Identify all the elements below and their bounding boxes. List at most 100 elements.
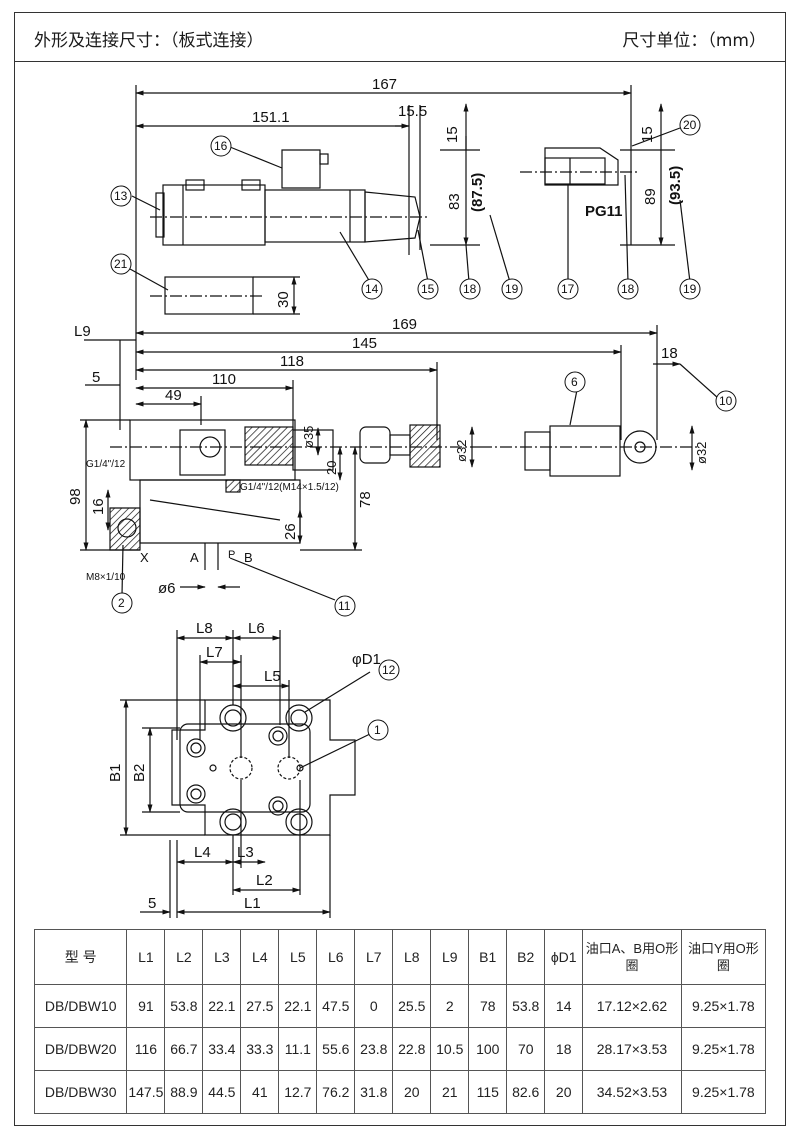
table-cell: 17.12×2.62	[582, 984, 682, 1028]
table-cell: 18	[544, 1027, 584, 1071]
dim-5: 5	[92, 369, 100, 386]
balloon-20: 20	[679, 114, 701, 136]
table-cell: 12.7	[278, 1070, 318, 1114]
table-cell: 27.5	[240, 984, 280, 1028]
table-cell: 34.52×3.53	[582, 1070, 682, 1114]
balloon-10: 10	[715, 390, 737, 412]
dim-110: 110	[212, 371, 236, 388]
dim-l4: L4	[194, 844, 211, 861]
balloon-6: 6	[564, 371, 586, 393]
table-cell: 9.25×1.78	[680, 1027, 767, 1071]
dim-49: 49	[165, 387, 182, 404]
dim-78: 78	[357, 491, 374, 508]
side-view	[80, 325, 719, 601]
dim-151-1: 151.1	[252, 109, 290, 126]
table-cell: 22.1	[202, 984, 242, 1028]
table-cell: 41	[240, 1070, 280, 1114]
dim-d32-a: ø32	[454, 440, 469, 462]
svg-text:19: 19	[683, 282, 697, 296]
model-cell: DB/DBW10	[33, 984, 128, 1028]
col-l1: L1	[126, 929, 166, 985]
note-m8: M8×1/10	[86, 572, 126, 583]
col-b2: B2	[506, 929, 546, 985]
col-l7: L7	[354, 929, 394, 985]
col-oring-y: 油口Y用O形圈	[680, 929, 767, 985]
balloon-11: 11	[334, 595, 356, 617]
dim-d6: ø6	[158, 580, 176, 597]
col-b1: B1	[468, 929, 508, 985]
svg-text:14: 14	[365, 282, 379, 296]
dim-b2: B2	[131, 764, 148, 782]
col-l3: L3	[202, 929, 242, 985]
table-cell: 23.8	[354, 1027, 394, 1071]
col-l2: L2	[164, 929, 204, 985]
svg-text:18: 18	[463, 282, 477, 296]
table-cell: 91	[126, 984, 166, 1028]
top-view	[129, 85, 691, 380]
table-cell: 2	[430, 984, 470, 1028]
dim-118: 118	[280, 353, 304, 370]
balloon-15: 15	[417, 278, 439, 300]
table-cell: 82.6	[506, 1070, 546, 1114]
bottom-view-balloons: 12 1	[367, 659, 400, 741]
col-d1: ϕD1	[544, 929, 584, 985]
balloon-19: 19	[501, 278, 523, 300]
dim-l7: L7	[206, 644, 223, 661]
table-cell: 9.25×1.78	[680, 984, 767, 1028]
svg-text:10: 10	[719, 394, 733, 408]
table-cell: 78	[468, 984, 508, 1028]
technical-drawing: 167 151.1 15.5 15 83 (87.5) 15 89 (93.5)…	[67, 76, 737, 918]
col-l4: L4	[240, 929, 280, 985]
col-l6: L6	[316, 929, 356, 985]
table-cell: 44.5	[202, 1070, 242, 1114]
balloon-16: 16	[210, 135, 232, 157]
port-b: B	[244, 550, 253, 565]
dim-16: 16	[90, 498, 107, 515]
dim-l8: L8	[196, 620, 213, 637]
table-cell: 88.9	[164, 1070, 204, 1114]
dim-18: 18	[661, 345, 678, 362]
dim-20: 20	[324, 461, 339, 475]
table-cell: 25.5	[392, 984, 432, 1028]
balloon-19b: 19	[679, 278, 701, 300]
dim-l2: L2	[256, 872, 273, 889]
balloon-13: 13	[110, 185, 132, 207]
table-cell: 115	[468, 1070, 508, 1114]
sheet-title: 外形及连接尺寸：（板式连接）	[34, 31, 264, 51]
table-cell: 116	[126, 1027, 166, 1071]
table-cell: 55.6	[316, 1027, 356, 1071]
bottom-view-text: L8 L6 L7 L5 φD1 B1 B2 L4 L3 L2 5 L1	[107, 620, 381, 912]
dim-l5: L5	[264, 668, 281, 685]
dim-d35: ø35	[301, 426, 316, 448]
unit-label: 尺寸单位：（mm）	[622, 31, 766, 51]
drawing-frame	[14, 12, 786, 1126]
bottom-view	[120, 630, 373, 918]
svg-text:19: 19	[505, 282, 519, 296]
table-cell: 53.8	[164, 984, 204, 1028]
balloon-18: 18	[459, 278, 481, 300]
dim-d32-b: ø32	[694, 442, 709, 464]
table-cell: 21	[430, 1070, 470, 1114]
svg-text:6: 6	[571, 375, 578, 389]
note-g14-left: G1/4"/12	[86, 459, 126, 470]
table-cell: 20	[392, 1070, 432, 1114]
dim-b1: B1	[107, 764, 124, 782]
table-cell: 53.8	[506, 984, 546, 1028]
side-view-balloons: 6 10 2 11	[111, 371, 737, 617]
table-cell: 0	[354, 984, 394, 1028]
model-cell: DB/DBW20	[33, 1027, 128, 1071]
col-l9: L9	[430, 929, 470, 985]
port-p: P	[228, 549, 235, 561]
dim-89: 89	[642, 188, 659, 205]
side-view-text: L9 169 145 118 5 110 49 18 ø35 20 ø32 ø3…	[67, 316, 709, 597]
dim-145: 145	[352, 335, 377, 352]
table-cell: 100	[468, 1027, 508, 1071]
dim-15-5: 15.5	[398, 103, 427, 120]
svg-text:20: 20	[683, 118, 697, 132]
table-cell: 76.2	[316, 1070, 356, 1114]
sheet-header: 外形及连接尺寸：（板式连接） 尺寸单位：（mm）	[14, 12, 786, 62]
svg-text:2: 2	[118, 596, 125, 610]
dim-l3: L3	[237, 844, 254, 861]
